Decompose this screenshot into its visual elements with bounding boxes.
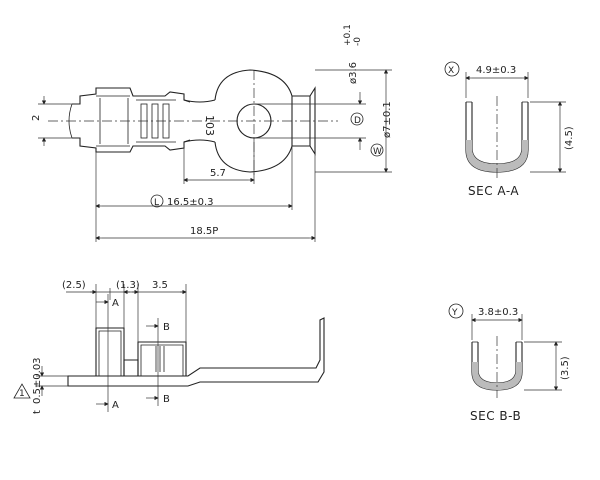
- warning-triangle-icon: [13, 383, 31, 399]
- dim-1-3: (1.3): [116, 280, 140, 291]
- l-marker-label: L: [154, 198, 159, 208]
- y-marker-circle: [448, 303, 464, 319]
- section-a-top-label: A: [112, 298, 119, 309]
- dim-l-length: 16.5±0.3: [167, 197, 214, 208]
- section-a-a: X 4.9±0.3 (4.5) SEC A-A: [444, 61, 575, 198]
- dim-2-5: (2.5): [62, 280, 86, 291]
- d-marker-circle: [350, 112, 364, 126]
- thickness-prefix: t: [32, 410, 43, 414]
- w-marker-label: W: [373, 147, 382, 157]
- dim-pitch: 18.5P: [190, 226, 218, 237]
- ring-outer-dim: ø7±0.1: [382, 101, 393, 138]
- sec-aa-title: SEC A-A: [468, 184, 519, 198]
- sec-bb-title: SEC B-B: [470, 409, 521, 423]
- x-marker-circle: [444, 61, 460, 77]
- d-marker-label: D: [354, 116, 361, 126]
- wire-dim-label: 2: [31, 115, 42, 121]
- ring-inner-tol-upper: +0.1: [343, 24, 353, 46]
- sec-aa-width-dim: 4.9±0.3: [476, 65, 516, 76]
- dim-5-7: 5.7: [210, 168, 226, 179]
- ring-inner-tol-lower: -0: [353, 37, 363, 46]
- sec-bb-width-dim: 3.8±0.3: [478, 307, 518, 318]
- w-marker-circle: [370, 143, 384, 157]
- section-b-b: Y 3.8±0.3 (3.5) SEC B-B: [448, 303, 571, 423]
- ring-inner-dim: ø3.6: [348, 62, 359, 84]
- section-a-bottom-label: A: [112, 400, 119, 411]
- top-view: 2 103 ø3.6 +0.1 -0 ø7±0.1 D W 5.7: [31, 24, 393, 242]
- y-marker-label: Y: [451, 308, 458, 318]
- side-view: (2.5) (1.3) 3.5 A A B B 0.5±0.03 t 1: [13, 280, 325, 414]
- thickness-dim: 0.5±0.03: [32, 357, 43, 404]
- part-number-label: 103: [203, 115, 216, 136]
- sec-aa-height-dim: (4.5): [564, 126, 575, 150]
- sec-bb-height-dim: (3.5): [560, 356, 571, 380]
- dim-3-5: 3.5: [152, 280, 168, 291]
- section-b-top-label: B: [163, 322, 170, 333]
- x-marker-label: X: [448, 66, 454, 76]
- warning-triangle-label: 1: [19, 389, 25, 399]
- l-marker-circle: [150, 194, 164, 208]
- section-b-bottom-label: B: [163, 394, 170, 405]
